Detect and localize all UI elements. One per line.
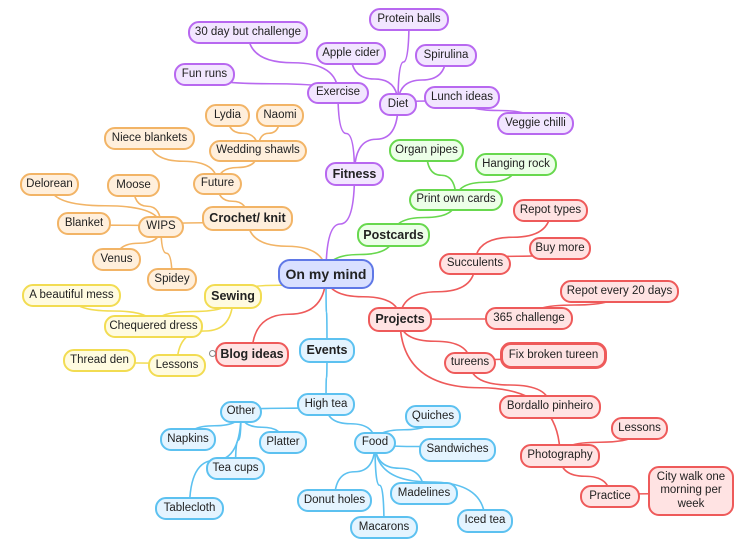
thirty-day-challenge-node[interactable]: 30 day but challenge: [188, 21, 308, 44]
donut-holes-node[interactable]: Donut holes: [297, 489, 372, 512]
365-challenge-node[interactable]: 365 challenge: [485, 307, 573, 330]
root-node[interactable]: On my mind: [278, 259, 374, 289]
sewing-node[interactable]: Sewing: [204, 284, 262, 309]
food-node[interactable]: Food: [354, 432, 396, 454]
spirulina-node[interactable]: Spirulina: [415, 44, 477, 67]
edge-root-node-to-fitness-node: [325, 173, 356, 275]
naomi-node[interactable]: Naomi: [256, 104, 304, 127]
photo-lessons-node[interactable]: Lessons: [611, 417, 668, 440]
edge-fitness-node-to-exercise-node: [337, 92, 356, 175]
fun-runs-node[interactable]: Fun runs: [174, 63, 235, 86]
niece-blankets-node[interactable]: Niece blankets: [104, 127, 195, 150]
photography-node[interactable]: Photography: [520, 444, 600, 468]
lydia-node[interactable]: Lydia: [205, 104, 250, 127]
repot-every-20-days-node[interactable]: Repot every 20 days: [560, 280, 679, 303]
edge-sewing-node-to-sewing-lessons-node: [176, 295, 234, 367]
crochet-knit-node[interactable]: Crochet/ knit: [202, 206, 293, 231]
collapse-handle[interactable]: [209, 350, 216, 357]
fitness-node[interactable]: Fitness: [325, 162, 384, 186]
apple-cider-node[interactable]: Apple cider: [316, 42, 386, 65]
bordallo-pinheiro-node[interactable]: Bordallo pinheiro: [499, 395, 601, 419]
exercise-node[interactable]: Exercise: [307, 82, 369, 104]
succulents-node[interactable]: Succulents: [439, 253, 511, 275]
tureens-node[interactable]: tureens: [444, 352, 496, 374]
fix-broken-tureen-node[interactable]: Fix broken tureen: [500, 342, 607, 369]
edge-exercise-node-to-thirty-day-challenge-node: [247, 31, 339, 94]
sandwiches-node[interactable]: Sandwiches: [419, 438, 496, 462]
protein-balls-node[interactable]: Protein balls: [369, 8, 449, 31]
edge-succulents-node-to-repot-types-node: [474, 209, 552, 265]
edge-diet-node-to-apple-cider-node: [350, 52, 399, 106]
blanket-node[interactable]: Blanket: [57, 212, 111, 235]
napkins-node[interactable]: Napkins: [160, 428, 216, 451]
edge-fitness-node-to-diet-node: [353, 103, 399, 175]
iced-tea-node[interactable]: Iced tea: [457, 509, 513, 533]
repot-types-node[interactable]: Repot types: [513, 199, 588, 222]
edge-food-node-to-donut-holes-node: [333, 442, 376, 502]
high-tea-node[interactable]: High tea: [297, 393, 355, 416]
edge-food-node-to-macarons-node: [374, 442, 385, 529]
veggie-chilli-node[interactable]: Veggie chilli: [497, 112, 574, 135]
edge-diet-node-to-spirulina-node: [397, 54, 447, 106]
city-walk-node[interactable]: City walk one morning per week: [648, 466, 734, 516]
edge-events-node-to-high-tea-node: [325, 349, 328, 406]
edge-projects-node-to-succulents-node: [399, 263, 476, 321]
postcards-node[interactable]: Postcards: [357, 223, 430, 247]
macarons-node[interactable]: Macarons: [350, 516, 418, 539]
practice-node[interactable]: Practice: [580, 485, 640, 508]
tablecloth-node[interactable]: Tablecloth: [155, 497, 224, 520]
projects-node[interactable]: Projects: [368, 307, 432, 332]
sewing-lessons-node[interactable]: Lessons: [148, 354, 206, 377]
organ-pipes-node[interactable]: Organ pipes: [389, 139, 464, 162]
delorean-node[interactable]: Delorean: [20, 173, 79, 196]
venus-node[interactable]: Venus: [92, 248, 141, 271]
chequered-dress-node[interactable]: Chequered dress: [104, 315, 203, 338]
edge-root-node-to-blog-ideas-node: [251, 273, 327, 356]
quiches-node[interactable]: Quiches: [405, 405, 461, 428]
lunch-ideas-node[interactable]: Lunch ideas: [424, 86, 500, 109]
spidey-node[interactable]: Spidey: [147, 268, 197, 291]
hanging-rock-node[interactable]: Hanging rock: [475, 153, 557, 176]
edge-diet-node-to-protein-balls-node: [397, 18, 410, 106]
thread-den-node[interactable]: Thread den: [63, 349, 136, 372]
print-own-cards-node[interactable]: Print own cards: [409, 189, 503, 211]
edge-wips-node-to-spidey-node: [160, 226, 173, 281]
moose-node[interactable]: Moose: [107, 174, 160, 197]
edge-projects-node-to-photography-node: [399, 318, 561, 457]
platter-node[interactable]: Platter: [259, 431, 307, 454]
events-node[interactable]: Events: [299, 338, 355, 363]
edge-print-own-cards-node-to-organ-pipes-node: [425, 149, 457, 201]
buy-more-node[interactable]: Buy more: [529, 237, 591, 260]
wips-node[interactable]: WIPS: [138, 216, 184, 238]
madelines-node[interactable]: Madelines: [390, 482, 458, 505]
diet-node[interactable]: Diet: [379, 93, 417, 116]
tea-cups-node[interactable]: Tea cups: [206, 457, 265, 480]
wedding-shawls-node[interactable]: Wedding shawls: [209, 140, 307, 162]
blog-ideas-node[interactable]: Blog ideas: [215, 342, 289, 367]
future-node[interactable]: Future: [193, 173, 242, 195]
other-node[interactable]: Other: [220, 401, 262, 423]
edge-root-node-to-events-node: [325, 273, 328, 352]
beautiful-mess-node[interactable]: A beautiful mess: [22, 284, 121, 307]
